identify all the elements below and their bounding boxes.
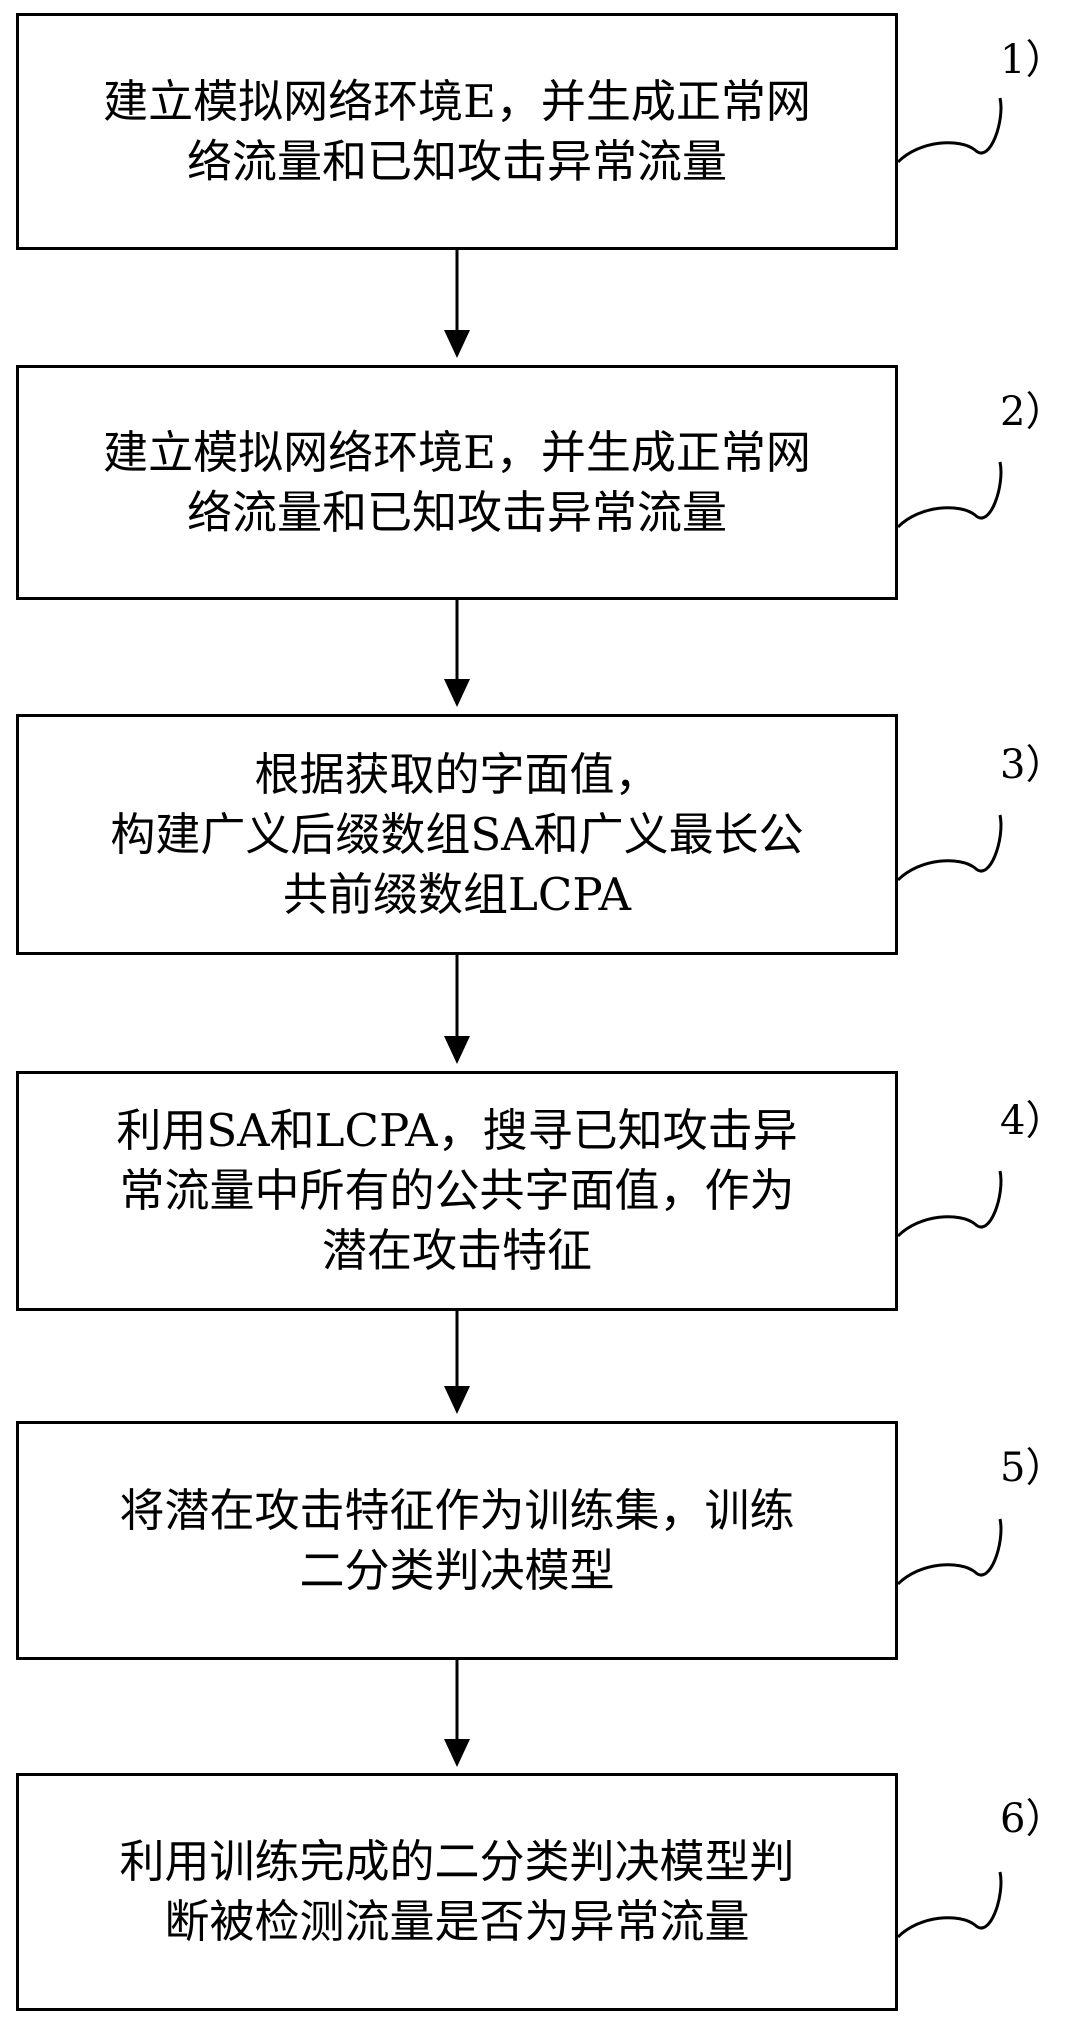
step-text-4: 利用SA和LCPA，搜寻已知攻击异 常流量中所有的公共字面值，作为 潜在攻击特征 xyxy=(76,1101,837,1281)
arrow-1-2 xyxy=(444,250,470,358)
leader-line-2 xyxy=(896,461,1003,529)
step-2-line-2: 络流量和已知攻击异常流量 xyxy=(186,485,727,539)
step-box-1: 建立模拟网络环境E，并生成正常网 络流量和已知攻击异常流量 xyxy=(16,13,898,250)
step-box-6: 利用训练完成的二分类判决模型判 断被检测流量是否为异常流量 xyxy=(16,1773,898,2011)
step-text-2: 建立模拟网络环境E，并生成正常网 络流量和已知攻击异常流量 xyxy=(63,423,851,543)
step-text-3: 根据获取的字面值， 构建广义后缀数组SA和广义最长公 共前缀数组LCPA xyxy=(70,745,843,925)
step-number-1: 1） xyxy=(1000,37,1066,83)
leader-line-1 xyxy=(896,97,1003,164)
step-box-2: 建立模拟网络环境E，并生成正常网 络流量和已知攻击异常流量 xyxy=(16,365,898,600)
leader-line-4 xyxy=(896,1170,1003,1238)
step-6-line-2: 断被检测流量是否为异常流量 xyxy=(164,1895,750,1948)
step-6-line-1: 利用训练完成的二分类判决模型判 xyxy=(119,1835,795,1888)
step-5-line-1: 将潜在攻击特征作为训练集，训练 xyxy=(119,1483,795,1537)
step-text-6: 利用训练完成的二分类判决模型判 断被检测流量是否为异常流量 xyxy=(79,1832,834,1952)
step-text-5: 将潜在攻击特征作为训练集，训练 二分类判决模型 xyxy=(79,1481,834,1601)
step-number-5: 5） xyxy=(1000,1445,1066,1491)
step-1-line-2: 络流量和已知攻击异常流量 xyxy=(186,134,727,188)
step-number-6: 6） xyxy=(1000,1796,1066,1842)
step-text-1: 建立模拟网络环境E，并生成正常网 络流量和已知攻击异常流量 xyxy=(63,72,851,192)
step-5-line-2: 二分类判决模型 xyxy=(299,1543,615,1597)
step-box-4: 利用SA和LCPA，搜寻已知攻击异 常流量中所有的公共字面值，作为 潜在攻击特征 xyxy=(16,1071,898,1311)
step-2-line-1: 建立模拟网络环境E，并生成正常网 xyxy=(103,425,811,479)
step-4-line-1: 利用SA和LCPA，搜寻已知攻击异 xyxy=(116,1104,798,1157)
step-3-line-3: 共前缀数组LCPA xyxy=(283,867,631,921)
step-3-line-1: 根据获取的字面值， xyxy=(254,747,660,801)
leader-line-6 xyxy=(896,1871,1003,1939)
step-1-line-1: 建立模拟网络环境E，并生成正常网 xyxy=(103,74,811,128)
arrow-5-6 xyxy=(444,1660,470,1767)
arrow-2-3 xyxy=(444,600,470,707)
step-number-4: 4） xyxy=(1000,1098,1066,1144)
arrow-4-5 xyxy=(444,1311,470,1414)
step-number-2: 2） xyxy=(1000,389,1066,435)
leader-line-3 xyxy=(896,814,1003,882)
step-number-3: 3） xyxy=(1000,742,1066,788)
arrow-3-4 xyxy=(444,955,470,1064)
step-4-line-2: 常流量中所有的公共字面值，作为 xyxy=(119,1164,795,1217)
step-3-line-2: 构建广义后缀数组SA和广义最长公 xyxy=(110,807,804,861)
step-box-5: 将潜在攻击特征作为训练集，训练 二分类判决模型 xyxy=(16,1421,898,1660)
step-box-3: 根据获取的字面值， 构建广义后缀数组SA和广义最长公 共前缀数组LCPA xyxy=(16,714,898,955)
step-4-line-3: 潜在攻击特征 xyxy=(321,1224,592,1277)
leader-line-5 xyxy=(896,1518,1003,1586)
